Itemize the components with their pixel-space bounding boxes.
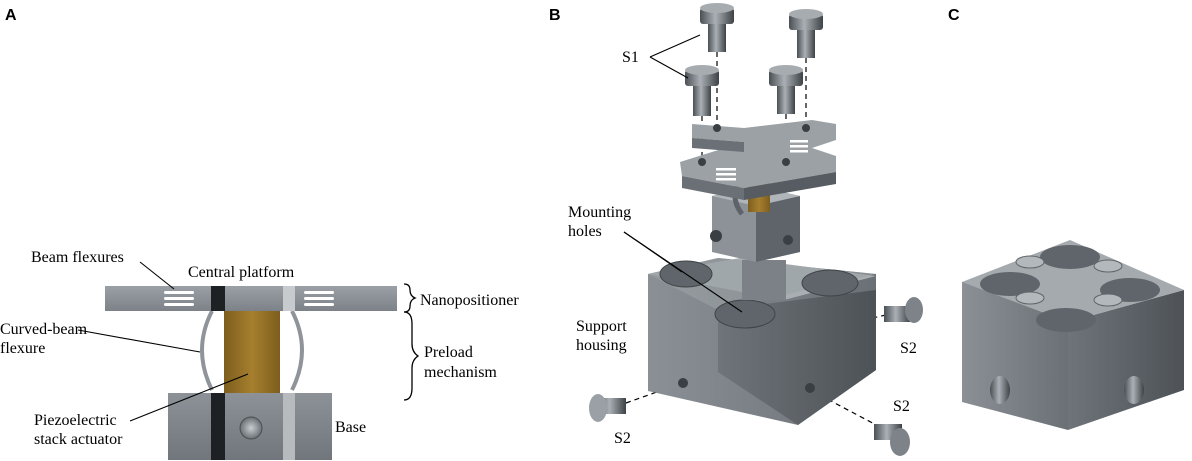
panel-letter-c: C xyxy=(948,7,960,24)
label-preload-1: Preload xyxy=(424,344,473,361)
label-curved-beam-1: Curved-beam xyxy=(0,321,88,338)
screw-s1-2 xyxy=(789,9,823,58)
nanopositioner-brace xyxy=(403,283,417,313)
label-s2-right: S2 xyxy=(900,340,917,357)
cross-plate-hole-4 xyxy=(802,124,810,132)
cross-plate-hole-3 xyxy=(713,124,721,132)
curved-beam-flexure-left xyxy=(200,310,214,391)
nanopositioner-plate xyxy=(105,286,397,311)
panel-letter-b: B xyxy=(549,7,561,24)
assembled-hole-front xyxy=(1036,308,1096,332)
label-s2-bottom: S2 xyxy=(893,398,910,415)
panel-letter-a: A xyxy=(5,7,17,24)
label-piezo-1: Piezoelectric xyxy=(34,412,117,429)
preload-hole-side xyxy=(783,235,793,245)
mounting-hole-right xyxy=(801,269,859,297)
support-housing xyxy=(648,258,876,425)
beam-flexure-slots-left xyxy=(164,291,194,306)
cross-plate-hole-2 xyxy=(782,158,790,166)
base-dark-strip xyxy=(211,393,225,460)
mounting-hole-front xyxy=(714,299,776,329)
screw-s1-4 xyxy=(769,65,803,114)
cross-plate-hole-1 xyxy=(698,158,706,166)
panel-a-schematic: Beam flexures Central platform Nanoposit… xyxy=(0,249,519,460)
base-hole xyxy=(239,416,263,440)
panel-c-assembled-view xyxy=(962,240,1184,430)
leader-s1-a xyxy=(649,34,701,58)
label-mounting-2: holes xyxy=(568,223,602,240)
label-support-1: Support xyxy=(576,318,627,335)
label-curved-beam-2: flexure xyxy=(0,340,45,357)
beam-flexure-slots-right xyxy=(304,291,334,306)
screw-s2-bottom xyxy=(874,424,910,456)
platform-dark-strip xyxy=(211,286,225,311)
cross-plate-slots-right xyxy=(790,140,808,153)
label-nanopositioner: Nanopositioner xyxy=(420,292,519,309)
curved-beam-flexure-right xyxy=(290,310,304,391)
housing-center-post xyxy=(742,260,786,300)
label-s1: S1 xyxy=(622,49,639,66)
screw-s1-3 xyxy=(685,65,719,116)
label-beam-flexures: Beam flexures xyxy=(31,249,124,266)
assembled-screw-heads xyxy=(1015,255,1123,307)
leader-curved-beam xyxy=(77,329,201,353)
assembled-hole-left xyxy=(980,272,1040,296)
leader-beam-flexures xyxy=(139,261,175,290)
label-preload-2: mechanism xyxy=(424,364,497,381)
label-mounting-1: Mounting xyxy=(568,204,631,221)
cross-plate-slots-left xyxy=(716,168,736,181)
assembled-side-face xyxy=(1068,290,1184,430)
screw-s2-left xyxy=(589,394,626,422)
preload-hole-front xyxy=(710,230,722,242)
housing-side-hole-left xyxy=(678,378,688,388)
panel-b-exploded-view: S1 Mounting holes Support housing S2 S2 … xyxy=(568,3,923,456)
leader-mounting-b xyxy=(623,231,743,313)
base-light-strip xyxy=(283,393,295,460)
label-s2-left: S2 xyxy=(614,430,631,447)
label-central-platform: Central platform xyxy=(188,264,295,281)
screw-s2-right xyxy=(884,297,923,323)
leader-piezo xyxy=(129,373,249,422)
assembled-side-screws xyxy=(990,376,1144,404)
housing-side-hole-bottom xyxy=(805,383,815,393)
label-support-2: housing xyxy=(576,337,627,354)
cross-plate xyxy=(680,120,836,200)
screw-s1-1 xyxy=(700,3,734,52)
leader-s1-b xyxy=(649,56,689,79)
preload-brace xyxy=(403,311,420,401)
assembled-hole-back xyxy=(1040,245,1100,269)
label-base: Base xyxy=(335,419,366,436)
platform-light-strip xyxy=(283,286,295,311)
label-piezo-2: stack actuator xyxy=(34,431,123,448)
